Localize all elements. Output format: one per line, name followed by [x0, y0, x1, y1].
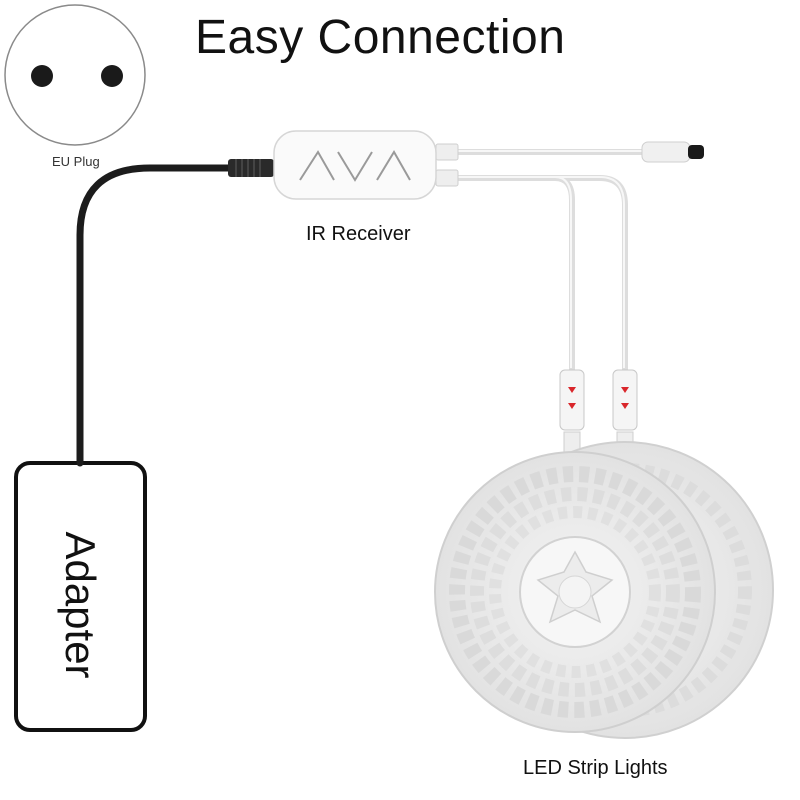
power-cable	[76, 164, 236, 467]
page-title: Easy Connection	[195, 11, 566, 64]
eu-plug-icon	[4, 4, 146, 146]
dc-female-connector	[641, 141, 704, 163]
strip-connector-left	[559, 369, 585, 453]
strip-connector-right	[612, 369, 638, 453]
ir-receiver-label: IR Receiver	[306, 223, 411, 245]
adapter-label: Adapter	[57, 531, 104, 679]
led-reel-front	[434, 451, 716, 733]
eu-plug-label: EU Plug	[52, 154, 100, 169]
led-strip-label: LED Strip Lights	[523, 757, 668, 779]
ir-receiver-device	[273, 130, 437, 200]
dc-connector	[228, 159, 274, 177]
